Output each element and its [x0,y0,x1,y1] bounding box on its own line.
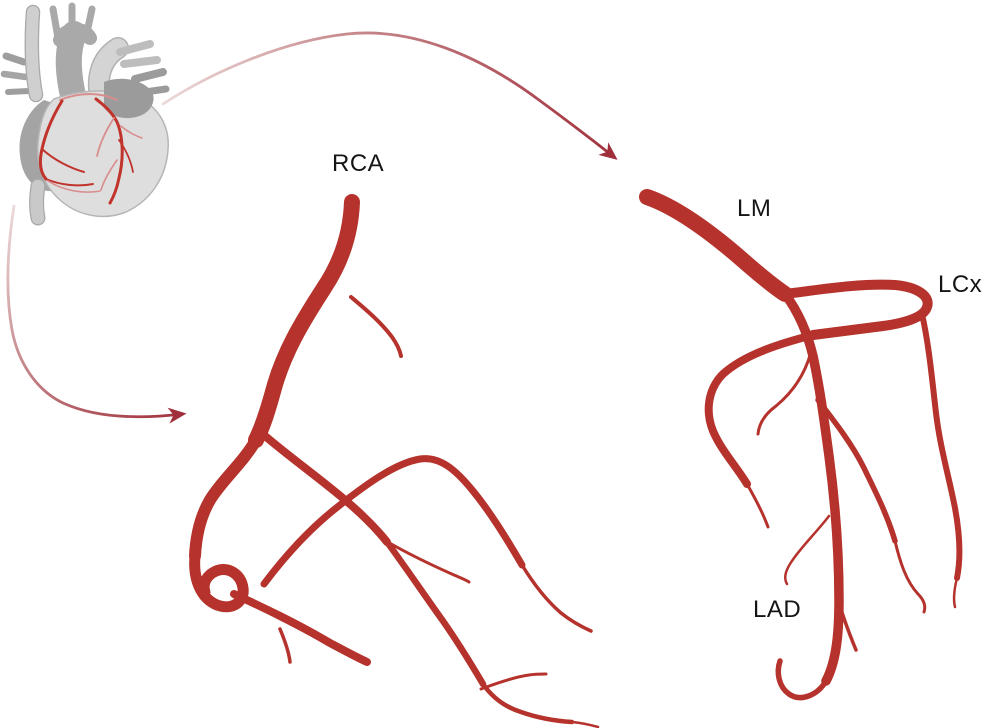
arrow-to-rca-tree [6,204,187,424]
lcx-descending [919,311,963,581]
rca-marginal-fork-1 [384,539,471,584]
lcx-hairpin [780,279,933,340]
heart-left-atrium [104,78,154,119]
rca-main-trunk [248,194,360,448]
lcx-obtuse-marginal-tip [745,482,770,529]
heart-aorta [55,21,87,113]
heart-svc [25,6,42,101]
rca-mid-segment [189,434,262,562]
rca-marginal-tail [480,681,575,725]
rca-posterolateral-branch [230,590,371,666]
left-coronary-tree [639,189,963,701]
rca-tree [189,194,600,728]
rca-pda-tail [520,563,593,633]
arrow-to-left-coronary-tree [161,31,618,160]
lad-diagonal-branch [815,397,898,544]
left-main-trunk [639,189,793,302]
lad-diagonal-tail [893,539,927,614]
heart-surface-arteries [38,93,143,205]
lad-septal-branch [756,350,813,436]
rca-small-fork [278,627,292,664]
label-rca: RCA [332,150,385,177]
rca-acute-marginal-distal [383,538,487,688]
label-lcx: LCx [938,271,983,298]
rca-marginal-fork-2 [479,672,548,691]
heart-illustration [0,2,170,226]
rca-acute-marginal [253,425,391,546]
rca-pda-arch [260,455,526,588]
lcx-descending-tip [952,576,959,609]
label-lm: LM [737,195,772,222]
lad-main [780,289,844,686]
lad-apex-hook [775,658,829,701]
heart-aorta-arch [53,23,97,47]
rca-marginal-tip [570,720,600,728]
lad-distal-fork [836,596,858,652]
heart-ivc [30,179,45,225]
rca-conus-branch [349,295,403,358]
label-lad: LAD [753,596,802,623]
lcx-obtuse-marginal [704,331,817,488]
heart-left-vessel-stubs [0,52,32,95]
lad-small-curl-branch [784,514,831,586]
rca-distal-loop [189,550,249,613]
